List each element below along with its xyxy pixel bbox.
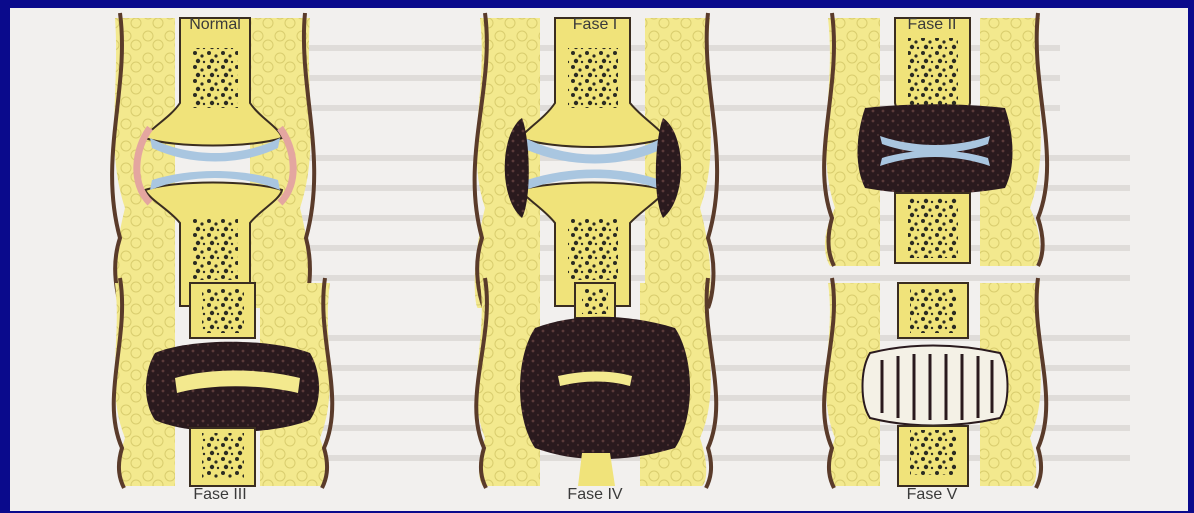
lower-bone: [578, 453, 615, 486]
upper-marrow: [192, 48, 238, 108]
upper-marrow: [910, 288, 956, 333]
panel-fase-2: [824, 13, 1047, 266]
joint-stages-figure: [10, 8, 1188, 511]
lower-marrow: [192, 218, 238, 280]
pannus-mass: [520, 317, 690, 460]
label-fase-5: Fase V: [872, 486, 992, 504]
upper-marrow: [908, 38, 958, 108]
upper-marrow: [568, 48, 618, 108]
fibrous-ankylosis: [863, 346, 1008, 426]
panel-fase-3: [114, 278, 333, 488]
lower-marrow: [910, 430, 956, 475]
label-fase-4: Fase IV: [535, 486, 655, 504]
panel-fase-4: [476, 278, 716, 488]
label-normal: Normal: [155, 16, 275, 34]
panel-fase-5: [824, 278, 1046, 488]
label-fase-2: Fase II: [872, 16, 992, 34]
scanned-page: Normal Fase I Fase II Fase III Fase IV F…: [10, 8, 1188, 511]
label-fase-1: Fase I: [535, 16, 655, 34]
label-fase-3: Fase III: [160, 486, 280, 504]
panel-normal: [112, 13, 314, 308]
lower-marrow: [202, 433, 244, 478]
lower-marrow: [908, 198, 958, 258]
lower-marrow: [568, 218, 618, 280]
upper-marrow: [582, 288, 608, 314]
panel-fase-1: [475, 13, 718, 308]
synovium-right: [250, 18, 311, 308]
upper-marrow: [202, 288, 244, 333]
